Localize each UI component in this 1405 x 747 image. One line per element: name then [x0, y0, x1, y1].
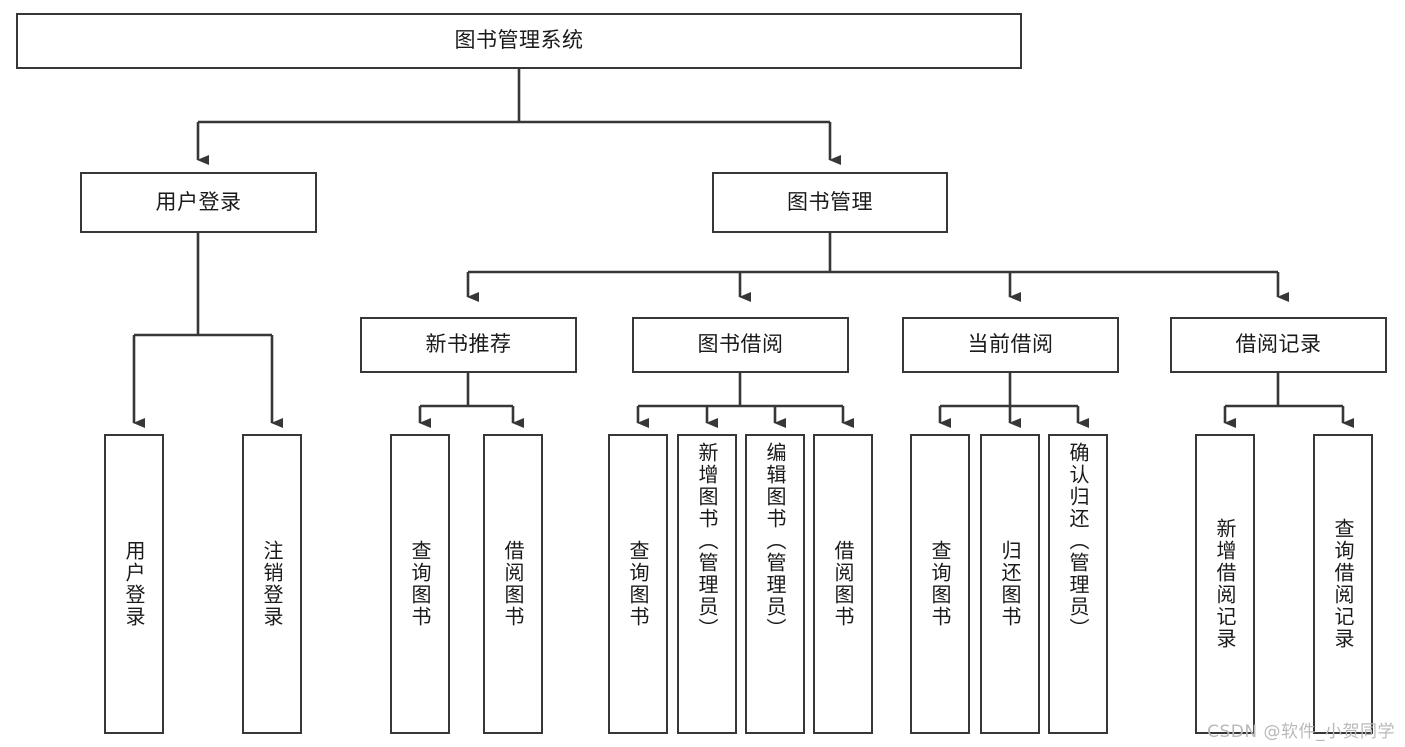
node-label: 新增图书（管理员）	[695, 442, 719, 640]
node-book-borrowing[interactable]: 图书借阅	[632, 317, 849, 373]
node-label: 编辑图书（管理员）	[763, 442, 787, 640]
node-user-login[interactable]: 用户登录	[80, 172, 317, 233]
node-label: 借阅图书	[831, 540, 855, 628]
node-current-borrowing[interactable]: 当前借阅	[902, 317, 1119, 373]
watermark-credit: CSDN @软件_小贺同学	[1207, 722, 1395, 742]
node-root-library-system[interactable]: 图书管理系统	[16, 13, 1022, 69]
node-label: 新增借阅记录	[1213, 518, 1237, 650]
node-label: 归还图书	[998, 540, 1022, 628]
leaf-query-books-borrowing[interactable]: 查询图书	[608, 434, 668, 734]
node-label: 用户登录	[155, 189, 242, 214]
node-label: 查询借阅记录	[1331, 518, 1355, 650]
node-label: 注销登录	[260, 540, 284, 628]
node-label: 图书借阅	[697, 332, 784, 357]
node-new-book-recommendation[interactable]: 新书推荐	[360, 317, 577, 373]
node-label: 新书推荐	[425, 332, 512, 357]
node-label: 图书管理	[787, 189, 873, 214]
node-label: 查询图书	[928, 540, 952, 628]
node-label: 确认归还（管理员）	[1066, 442, 1090, 640]
leaf-add-borrow-record[interactable]: 新增借阅记录	[1195, 434, 1255, 734]
leaf-query-borrow-record[interactable]: 查询借阅记录	[1313, 434, 1373, 734]
leaf-query-books-recommend[interactable]: 查询图书	[390, 434, 450, 734]
node-label: 借阅记录	[1235, 332, 1322, 357]
node-label: 借阅图书	[501, 540, 525, 628]
leaf-add-book-admin[interactable]: 新增图书（管理员）	[677, 434, 737, 734]
node-label: 用户登录	[122, 540, 146, 628]
node-book-management[interactable]: 图书管理	[712, 172, 948, 233]
leaf-confirm-return-admin[interactable]: 确认归还（管理员）	[1048, 434, 1108, 734]
leaf-return-books[interactable]: 归还图书	[980, 434, 1040, 734]
node-borrow-records[interactable]: 借阅记录	[1170, 317, 1387, 373]
node-label: 图书管理系统	[454, 28, 584, 53]
node-label: 当前借阅	[967, 332, 1054, 357]
node-label: 查询图书	[408, 540, 432, 628]
leaf-query-books-current[interactable]: 查询图书	[910, 434, 970, 734]
leaf-borrow-books-recommend[interactable]: 借阅图书	[483, 434, 543, 734]
node-label: 查询图书	[626, 540, 650, 628]
leaf-edit-book-admin[interactable]: 编辑图书（管理员）	[745, 434, 805, 734]
leaf-user-login[interactable]: 用户登录	[104, 434, 164, 734]
leaf-logout[interactable]: 注销登录	[242, 434, 302, 734]
leaf-borrow-books-borrowing[interactable]: 借阅图书	[813, 434, 873, 734]
